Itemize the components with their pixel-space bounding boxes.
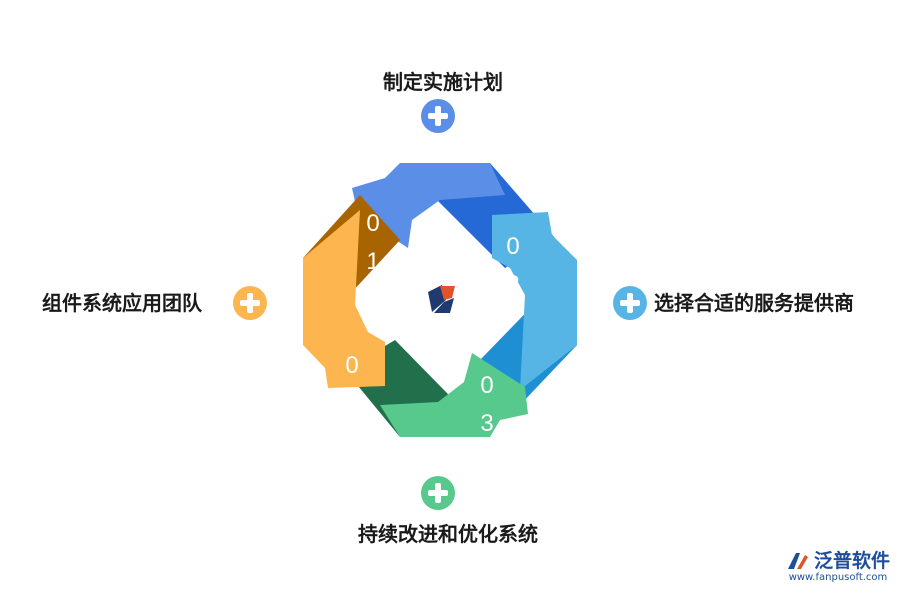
step-3-number-bottom: 3 <box>480 410 494 437</box>
step-3-number-top: 0 <box>480 372 494 399</box>
watermark-brand: 泛普软件 <box>813 550 890 572</box>
arrow-step-4 <box>303 210 385 388</box>
watermark: 泛普软件 www.fanpusoft.com <box>786 550 890 584</box>
plus-icon[interactable] <box>421 99 455 133</box>
step-4-label: 组件系统应用团队 <box>42 291 202 315</box>
step-4-number-top: 0 <box>345 352 359 379</box>
plus-icon[interactable] <box>421 476 455 510</box>
hexagon-logo-icon <box>428 285 455 313</box>
step-1-label: 制定实施计划 <box>383 70 503 94</box>
step-2-number-bottom: 2 <box>506 271 520 298</box>
arrow-step-2 <box>492 212 577 390</box>
plus-icon[interactable] <box>613 286 647 320</box>
fanpu-logo-icon <box>787 553 808 569</box>
arrow-step-1 <box>352 163 505 248</box>
step-1-number-bottom: 1 <box>366 248 380 275</box>
step-2-number-top: 0 <box>506 233 520 260</box>
step-4-number-bottom: 4 <box>345 388 359 415</box>
plus-icon[interactable] <box>233 286 267 320</box>
arrow-step-3 <box>380 353 528 437</box>
step-1-number-top: 0 <box>366 210 380 237</box>
step-2-label: 选择合适的服务提供商 <box>654 291 854 315</box>
watermark-url: www.fanpusoft.com <box>788 572 888 583</box>
step-3-label: 持续改进和优化系统 <box>358 522 538 546</box>
